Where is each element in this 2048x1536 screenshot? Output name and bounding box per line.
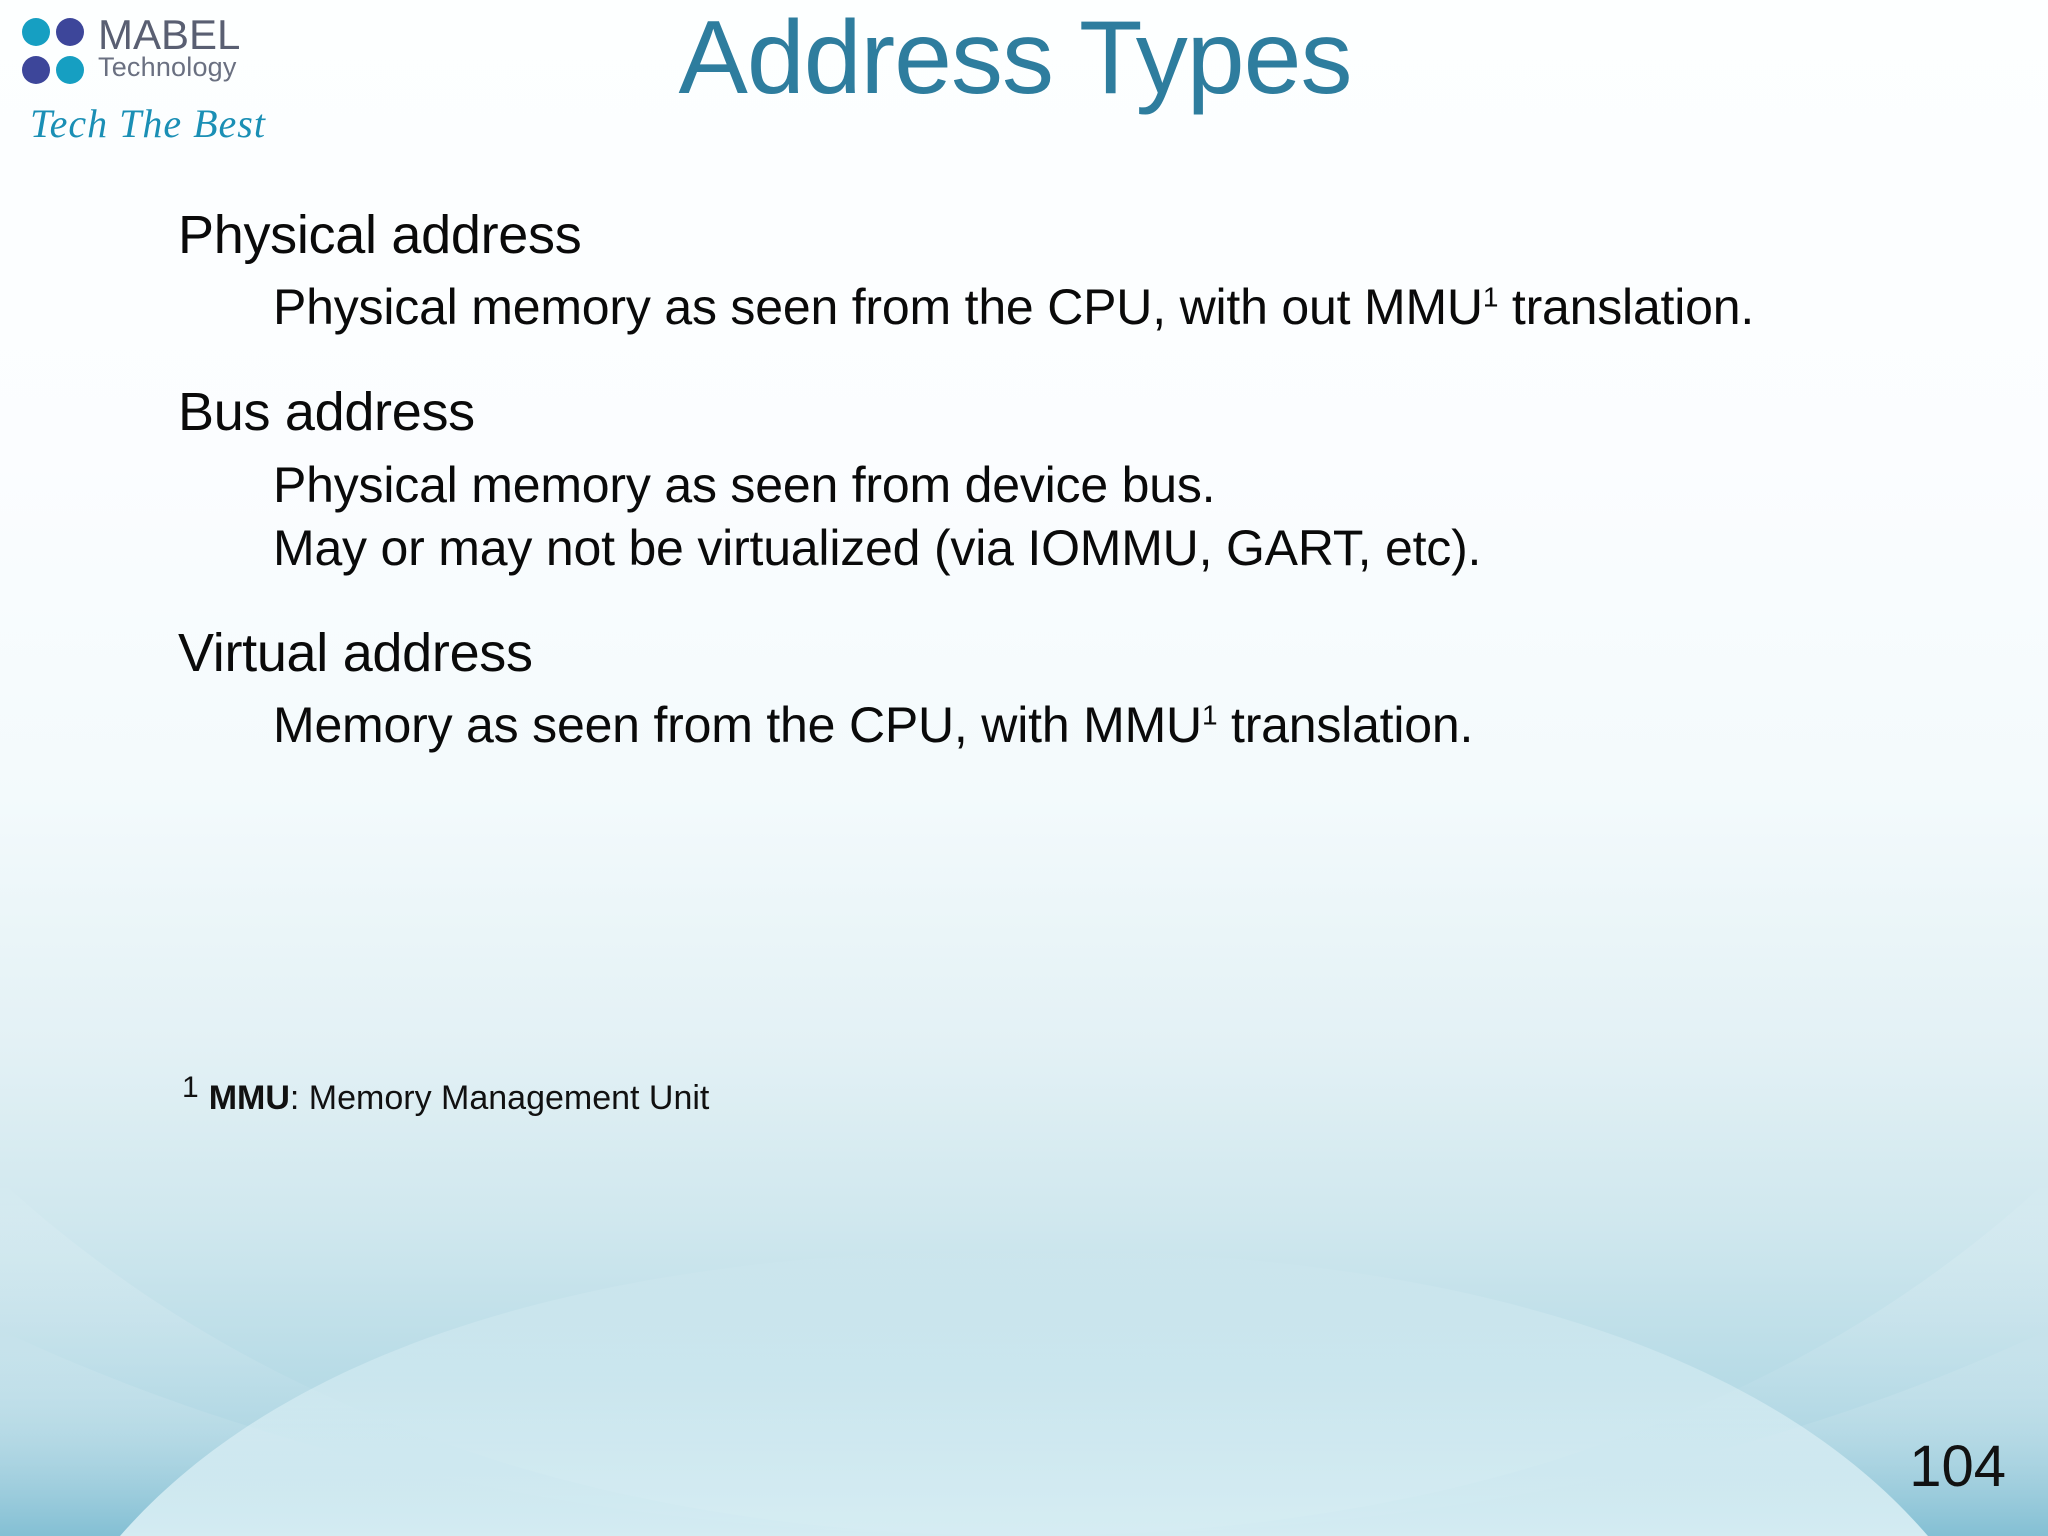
footnote-marker: 1 bbox=[182, 1070, 199, 1104]
footnote-term: MMU bbox=[208, 1079, 290, 1117]
bullet-level-2: Memory as seen from the CPU, with MMU1 t… bbox=[178, 697, 1958, 754]
content-group-bus-address: Bus address Physical memory as seen from… bbox=[178, 382, 1958, 576]
page-title: Address Types bbox=[678, 0, 1352, 116]
bullet-level-2: Physical memory as seen from device bus. bbox=[178, 457, 1958, 514]
bullet-text-post: translation. bbox=[1217, 697, 1474, 754]
logo-wordmark: MABEL Technology bbox=[98, 12, 240, 81]
page-number: 104 bbox=[1909, 1434, 2006, 1499]
logo-dot-bottom-right-icon bbox=[56, 56, 84, 84]
logo-dot-bottom-left-icon bbox=[22, 56, 50, 84]
bullet-text-pre: May or may not be virtualized (via IOMMU… bbox=[273, 519, 1482, 576]
footnote-definition: : Memory Management Unit bbox=[289, 1079, 710, 1117]
logo-company-suffix: Technology bbox=[98, 52, 237, 82]
logo-top-row: MABEL Technology bbox=[18, 12, 288, 94]
heading-level-1: Virtual address bbox=[178, 622, 533, 683]
bullet-text-pre: Physical memory as seen from the CPU, wi… bbox=[273, 279, 1483, 336]
bullet-text-post: translation. bbox=[1498, 279, 1755, 336]
slide-body: Physical address Physical memory as seen… bbox=[178, 205, 1958, 760]
bullet-text-pre: Memory as seen from the CPU, with MMU bbox=[273, 697, 1202, 754]
logo-tagline: Tech The Best bbox=[30, 101, 266, 146]
logo-dot-top-left-icon bbox=[22, 18, 50, 46]
logo-company-name: MABEL bbox=[98, 11, 241, 58]
footnote: 1 MMU: Memory Management Unit bbox=[182, 1072, 710, 1119]
heading-level-1: Physical address bbox=[178, 205, 582, 265]
content-group-virtual-address: Virtual address Memory as seen from the … bbox=[178, 623, 1958, 754]
logo: MABEL Technology Tech The Best bbox=[18, 12, 288, 162]
bullet-level-2: May or may not be virtualized (via IOMMU… bbox=[178, 520, 1958, 577]
footnote-marker-superscript: 1 bbox=[1482, 281, 1499, 313]
bullet-text-pre: Physical memory as seen from device bus. bbox=[273, 456, 1216, 513]
content-group-physical-address: Physical address Physical memory as seen… bbox=[178, 205, 1958, 336]
logo-dots bbox=[22, 18, 90, 94]
heading-level-1: Bus address bbox=[178, 382, 475, 443]
footnote-marker-superscript: 1 bbox=[1201, 699, 1218, 731]
logo-dot-top-right-icon bbox=[56, 18, 84, 46]
bullet-level-2: Physical memory as seen from the CPU, wi… bbox=[178, 279, 1958, 336]
